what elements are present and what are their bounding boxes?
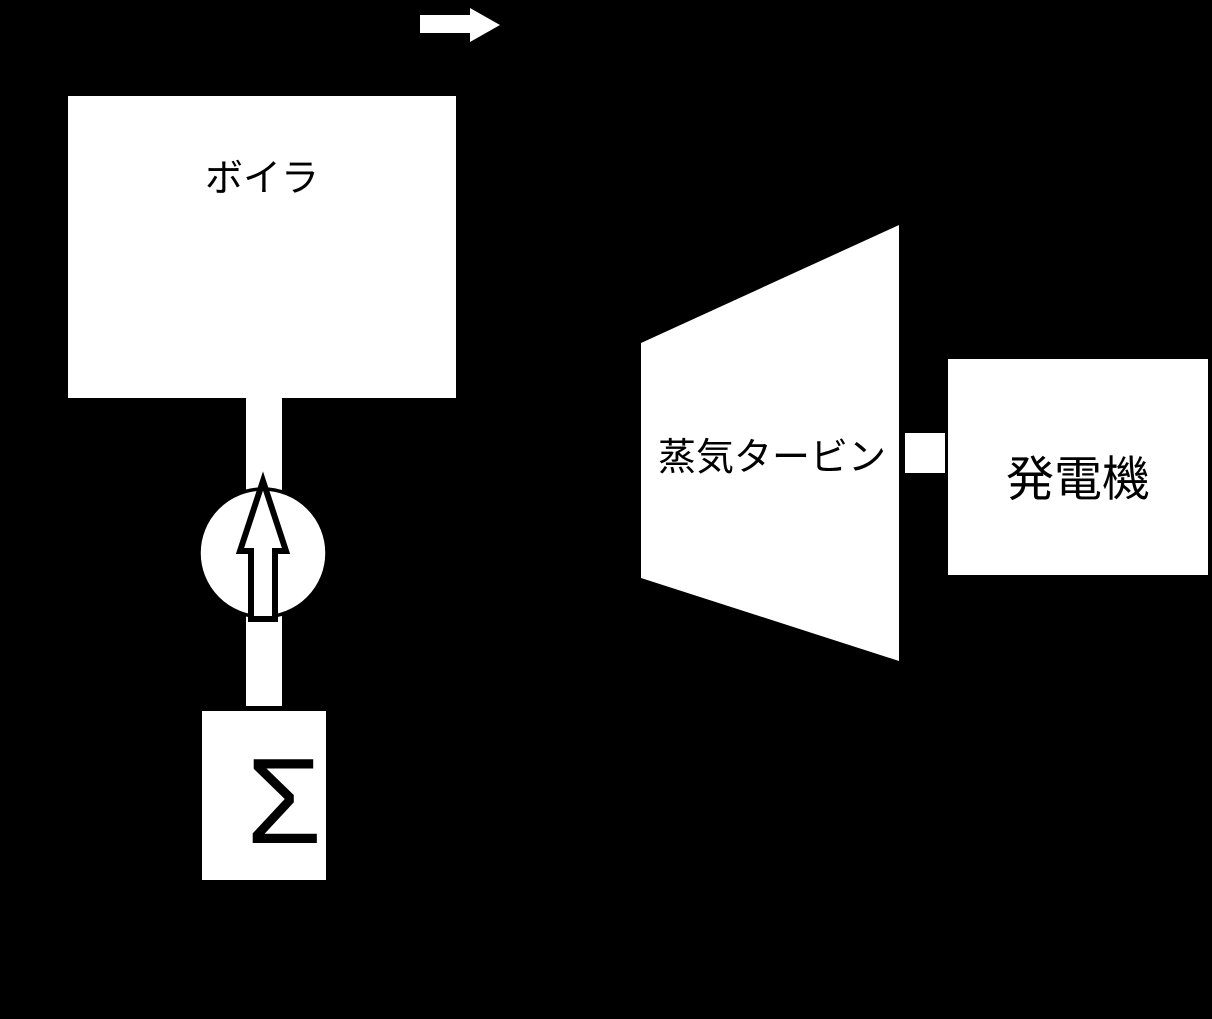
pipe-pump-to-heat-input bbox=[246, 616, 282, 706]
heat-input-box bbox=[198, 707, 330, 884]
pump-up-arrow-icon bbox=[235, 471, 291, 622]
generator-box bbox=[948, 359, 1208, 575]
sigma-symbol: Σ bbox=[246, 733, 321, 869]
boiler-box bbox=[68, 96, 456, 398]
steam-turbine-label: 蒸気タービン bbox=[658, 437, 886, 479]
generator-label: 発電機 bbox=[1006, 454, 1150, 507]
flow-right-arrow-icon bbox=[420, 8, 500, 42]
shaft-coupling-square bbox=[905, 433, 945, 473]
steam-turbine-shape bbox=[641, 225, 899, 661]
boiler-label: ボイラ bbox=[205, 158, 319, 200]
